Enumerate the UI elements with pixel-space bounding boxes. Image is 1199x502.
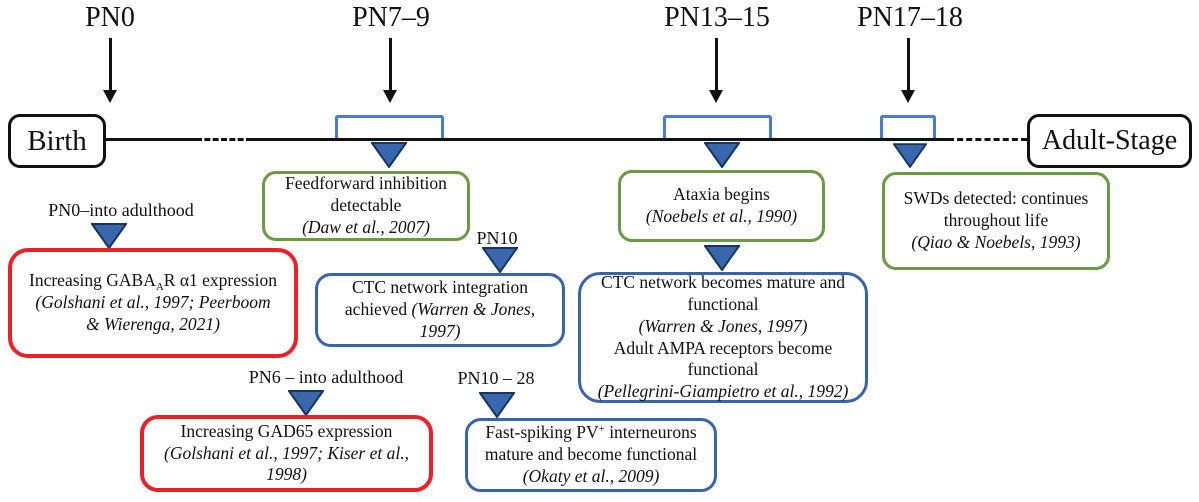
event-box-feedforward-inhibition: Feedforward inhibition detectable (Daw e…	[262, 171, 470, 241]
adult-stage-label: Adult-Stage	[1041, 125, 1178, 156]
pointer-triangle-icon	[704, 245, 740, 271]
event-box-gad65-expression: Increasing GAD65 expression (Golshani et…	[140, 415, 433, 492]
timeline-triangle-icon	[371, 142, 407, 168]
marker-label-pn0: PN0	[85, 2, 135, 33]
event-box-pv-interneurons: Fast-spiking PV+ interneurons mature and…	[465, 418, 717, 492]
pointer-triangle-icon	[91, 223, 127, 249]
event-citation: (Noebels et al., 1990)	[645, 206, 798, 226]
timeline-triangle-icon	[893, 143, 927, 168]
down-arrow-icon	[709, 38, 723, 103]
event-text: CTC network integration achieved	[344, 277, 528, 320]
event-text: Feedforward inhibition detectable	[285, 173, 447, 216]
pointer-triangle-icon	[482, 247, 518, 273]
event-box-swds-detected: SWDs detected: continues throughout life…	[882, 172, 1110, 270]
event-text: interneurons mature and become functiona…	[484, 422, 698, 465]
marker-label-pn13-15: PN13–15	[664, 2, 770, 33]
down-arrow-icon	[383, 38, 397, 103]
event-citation: (Daw et al., 2007)	[302, 216, 430, 237]
timeline-segment-dashed	[948, 138, 1027, 141]
range-label-pn0-adulthood: PN0–into adulthood	[48, 200, 194, 220]
range-bracket-icon	[335, 115, 444, 138]
event-text: Increasing GABA	[29, 270, 156, 291]
timeline-segment-solid	[106, 138, 196, 141]
event-box-gabaar-expression: Increasing GABAAR α1 expression (Golshan…	[8, 248, 298, 358]
timeline-triangle-icon	[704, 142, 740, 168]
event-text-subscript: A	[155, 281, 164, 294]
event-citation: (Golshani et al., 1997; Peerboom & Wiere…	[35, 292, 271, 334]
event-text: Adult AMPA receptors become functional	[613, 337, 833, 380]
marker-label-pn17-18: PN17–18	[857, 2, 963, 33]
event-text: Increasing GAD65 expression	[180, 420, 393, 441]
pointer-triangle-icon	[288, 390, 324, 416]
event-box-ctc-mature: CTC network becomes mature and functiona…	[578, 272, 868, 403]
timeline-segment-dashed	[196, 138, 252, 141]
event-box-ataxia-begins: Ataxia begins (Noebels et al., 1990)	[618, 170, 825, 242]
marker-label-pn7-9: PN7–9	[352, 2, 430, 33]
birth-box: Birth	[8, 114, 106, 168]
event-citation: (Warren & Jones, 1997)	[638, 315, 808, 336]
event-text: Fast-spiking PV	[485, 422, 599, 443]
event-citation: (Warren & Jones, 1997)	[411, 299, 536, 341]
event-citation: (Okaty et al., 2009)	[522, 465, 660, 486]
event-text: CTC network becomes mature and functiona…	[601, 271, 845, 314]
event-citation: (Golshani et al., 1997; Kiser et al., 19…	[164, 442, 409, 485]
birth-label: Birth	[27, 124, 87, 157]
down-arrow-icon	[901, 38, 915, 103]
range-label-pn6-adulthood: PN6 – into adulthood	[248, 367, 404, 387]
adult-stage-box: Adult-Stage	[1027, 114, 1192, 168]
timeline-segment-solid	[252, 138, 948, 141]
pointer-triangle-icon	[479, 392, 515, 418]
range-bracket-icon	[880, 115, 936, 138]
down-arrow-icon	[103, 38, 117, 103]
event-citation: (Qiao & Noebels, 1993)	[911, 231, 1081, 252]
event-text-superscript: +	[598, 423, 605, 436]
range-label-pn10: PN10	[476, 228, 518, 248]
event-box-ctc-integration: CTC network integration achieved (Warren…	[315, 273, 565, 347]
event-citation: (Pellegrini-Giampietro et al., 1992)	[597, 381, 849, 402]
range-bracket-icon	[663, 115, 772, 138]
range-label-pn10-28: PN10 – 28	[457, 368, 535, 388]
event-text: SWDs detected: continues throughout life	[903, 188, 1089, 231]
event-text: R α1 expression	[163, 270, 277, 291]
event-text: Ataxia begins	[673, 184, 770, 205]
